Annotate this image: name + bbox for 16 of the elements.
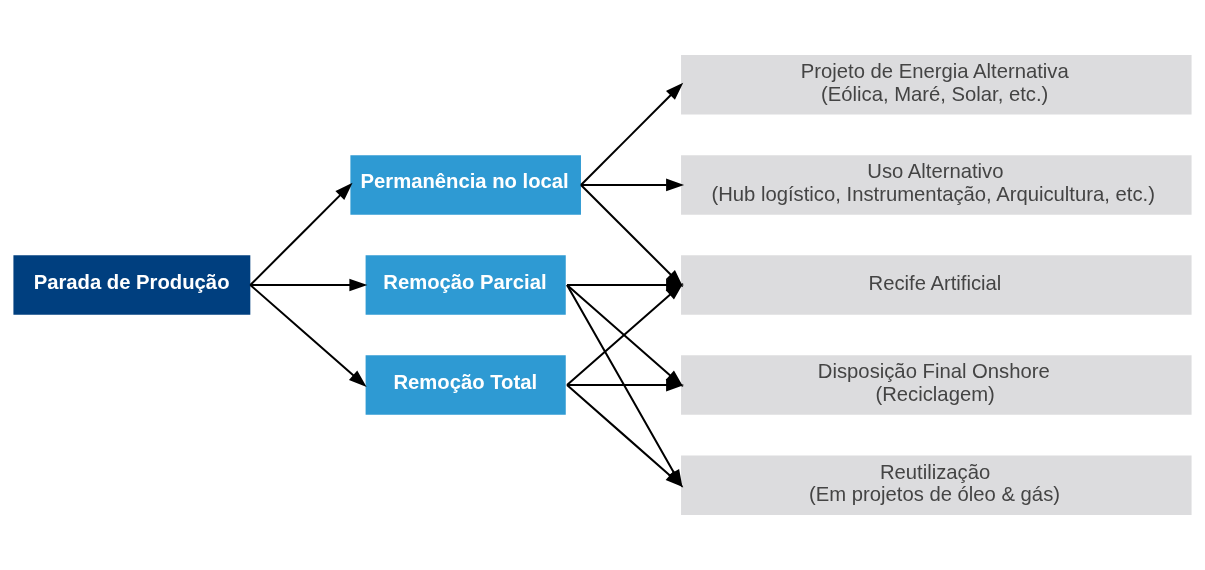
node-box: Disposição Final Onshore (Reciclagem) [681, 355, 1192, 415]
arrow [249, 284, 367, 388]
node-box: Remoção Parcial [365, 255, 566, 315]
node-box: Recife Artificial [681, 255, 1192, 315]
arrow [580, 184, 684, 288]
node-box: Uso Alternativo (Hub logístico, Instrumentação, Arquicultura, etc.) [681, 155, 1192, 215]
arrow [250, 278, 368, 292]
node-box: Parada de Produção [13, 255, 251, 315]
node-box: Remoção Total [365, 355, 566, 415]
arrow [567, 378, 685, 392]
arrow [580, 82, 684, 186]
node-box: Reutilização (Em projetos de óleo & gás) [681, 455, 1192, 515]
arrow [249, 182, 353, 286]
arrow [580, 178, 685, 192]
node-box: Permanência no local [350, 155, 581, 215]
node-box: Projeto de Energia Alternativa (Eólica, Maré, Solar, etc.) [681, 55, 1192, 115]
